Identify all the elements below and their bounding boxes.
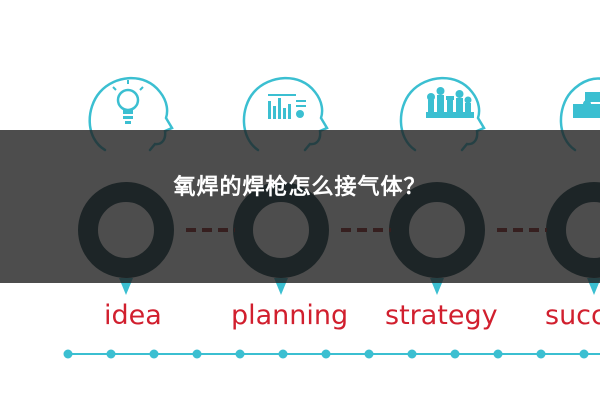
page-title: 氧焊的焊枪怎么接气体？ bbox=[173, 175, 427, 200]
step-label-strategy: strategy bbox=[385, 300, 498, 331]
lightbulb-icon bbox=[112, 80, 144, 124]
timeline bbox=[63, 349, 600, 359]
step-label-planning: planning bbox=[231, 300, 349, 331]
puzzle-pieces-icon bbox=[573, 92, 600, 118]
step-label-idea: idea bbox=[104, 300, 162, 331]
step-label-success: succ bbox=[545, 300, 600, 331]
document-chart-icon bbox=[268, 94, 306, 119]
chess-pieces-icon bbox=[426, 87, 474, 118]
title-overlay-banner bbox=[0, 130, 600, 283]
